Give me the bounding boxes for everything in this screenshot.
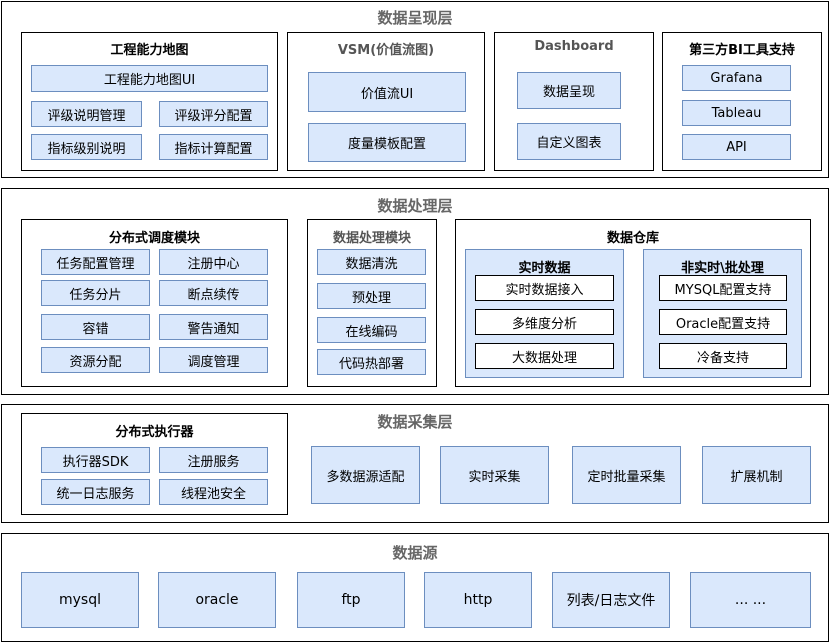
source-log-file-box: 列表/日志文件 [552,572,670,628]
dashboard-group: Dashboard 数据呈现 自定义图表 [494,32,654,171]
metric-level-description-box: 指标级别说明 [31,134,142,160]
multi-source-adapter-box: 多数据源适配 [311,446,420,504]
task-config-box: 任务配置管理 [41,249,150,275]
custom-chart-box: 自定义图表 [517,123,621,160]
capability-map-title: 工程能力地图 [110,43,189,58]
collection-layer: 数据采集层 分布式执行器 执行器SDK 注册服务 统一日志服务 线程池安全 多数… [1,404,829,523]
data-source-layer-title: 数据源 [392,544,438,562]
metric-calculation-config-box: 指标计算配置 [159,134,268,160]
unified-log-service-box: 统一日志服务 [41,479,150,505]
cold-backup-box: 冷备支持 [659,343,787,369]
batch-processing-group: 非实时\批处理 MYSQL配置支持 Oracle配置支持 冷备支持 [643,249,802,378]
metric-template-config-box: 度量模板配置 [308,123,466,162]
mysql-config-box: MYSQL配置支持 [659,275,787,301]
capability-map-ui-box: 工程能力地图UI [31,65,268,92]
resource-allocation-box: 资源分配 [41,347,150,373]
grafana-box: Grafana [682,65,791,91]
executor-sdk-box: 执行器SDK [41,447,150,473]
data-processing-module-title: 数据处理模块 [332,231,411,246]
processing-layer-title: 数据处理层 [377,197,453,215]
distributed-scheduling-title: 分布式调度模块 [108,231,200,246]
fault-tolerance-box: 容错 [41,314,150,340]
source-http-box: http [424,572,532,628]
source-ftp-box: ftp [297,572,405,628]
source-mysql-box: mysql [21,572,139,628]
resume-transfer-box: 断点续传 [159,280,268,306]
dashboard-title: Dashboard [534,39,614,54]
extension-mechanism-box: 扩展机制 [702,446,811,504]
collection-layer-title: 数据采集层 [377,413,453,431]
source-more-box: ... ... [690,572,811,628]
schedule-management-box: 调度管理 [159,347,268,373]
hot-deploy-box: 代码热部署 [317,349,426,375]
tableau-box: Tableau [682,100,791,126]
data-presentation-box: 数据呈现 [517,72,621,109]
vsm-group: VSM(价值流图) 价值流UI 度量模板配置 [287,32,485,171]
big-data-processing-box: 大数据处理 [475,343,614,369]
thread-pool-safety-box: 线程池安全 [159,479,268,505]
online-coding-box: 在线编码 [317,317,426,343]
realtime-data-title: 实时数据 [518,261,571,276]
realtime-collection-box: 实时采集 [440,446,549,504]
batch-processing-title: 非实时\批处理 [681,261,764,276]
data-processing-module-group: 数据处理模块 数据清洗 预处理 在线编码 代码热部署 [307,219,437,387]
data-source-layer: 数据源 mysql oracle ftp http 列表/日志文件 ... ..… [1,533,829,642]
source-oracle-box: oracle [158,572,276,628]
third-party-bi-title: 第三方BI工具支持 [689,43,795,58]
registration-service-box: 注册服务 [159,447,268,473]
distributed-scheduling-group: 分布式调度模块 任务配置管理 注册中心 任务分片 断点续传 容错 警告通知 资源… [21,219,288,387]
registry-center-box: 注册中心 [159,249,268,275]
capability-map-group: 工程能力地图 工程能力地图UI 评级说明管理 评级评分配置 指标级别说明 指标计… [21,32,278,171]
third-party-bi-group: 第三方BI工具支持 Grafana Tableau API [662,32,822,171]
alert-notification-box: 警告通知 [159,314,268,340]
task-sharding-box: 任务分片 [41,280,150,306]
multidimensional-analysis-box: 多维度分析 [475,309,614,335]
distributed-executor-group: 分布式执行器 执行器SDK 注册服务 统一日志服务 线程池安全 [21,413,288,515]
value-stream-ui-box: 价值流UI [308,72,466,112]
rating-score-config-box: 评级评分配置 [159,101,268,127]
oracle-config-box: Oracle配置支持 [659,309,787,335]
realtime-data-group: 实时数据 实时数据接入 多维度分析 大数据处理 [465,249,624,378]
processing-layer: 数据处理层 分布式调度模块 任务配置管理 注册中心 任务分片 断点续传 容错 警… [1,188,829,395]
vsm-title: VSM(价值流图) [337,43,435,58]
rating-description-box: 评级说明管理 [31,101,142,127]
data-warehouse-title: 数据仓库 [606,231,659,246]
api-box: API [682,134,791,160]
presentation-layer: 数据呈现层 工程能力地图 工程能力地图UI 评级说明管理 评级评分配置 指标级别… [1,1,829,178]
presentation-layer-title: 数据呈现层 [377,9,453,27]
realtime-ingest-box: 实时数据接入 [475,275,614,301]
preprocessing-box: 预处理 [317,283,426,309]
data-cleaning-box: 数据清洗 [317,249,426,275]
distributed-executor-title: 分布式执行器 [115,425,194,440]
data-warehouse-group: 数据仓库 实时数据 实时数据接入 多维度分析 大数据处理 非实时\批处理 MYS… [455,219,811,387]
scheduled-batch-collection-box: 定时批量采集 [572,446,681,504]
